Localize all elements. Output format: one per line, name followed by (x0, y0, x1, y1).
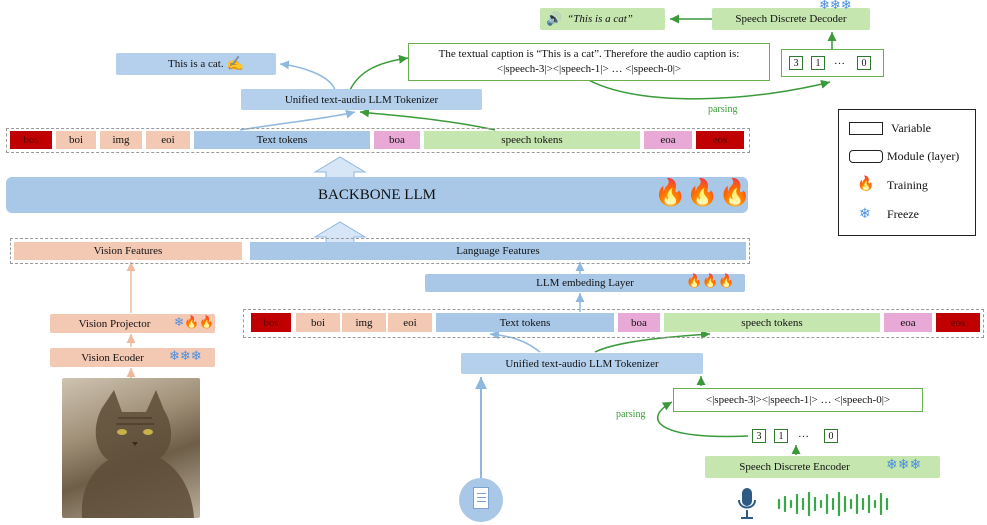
tokenizer-top: Unified text-audio LLM Tokenizer (241, 89, 482, 110)
language-features: Language Features (250, 242, 746, 260)
tokenizer-bottom-label: Unified text-audio LLM Tokenizer (505, 357, 659, 370)
legend-module-swatch (849, 150, 883, 163)
features-strip (10, 238, 750, 264)
token-img: img (342, 313, 386, 332)
vision-features-label: Vision Features (93, 245, 163, 257)
token-img: img (100, 131, 142, 149)
microphone-icon (738, 488, 756, 519)
legend: Variable Module (layer) 🔥 Training ❄ Fre… (838, 109, 976, 236)
backbone-llm: BACKBONE LLM (6, 177, 748, 213)
code-box: 0 (857, 56, 871, 70)
audio-output: 🔊 “This is a cat” (540, 8, 665, 30)
speech-seq-box: <|speech-3|><|speech-1|> … <|speech-0|> (673, 388, 923, 412)
code-box: 1 (811, 56, 825, 70)
fire-icon: 🔥 (857, 177, 875, 192)
waveform-icon (777, 491, 889, 517)
text-output: This is a cat. ✍ (116, 53, 276, 75)
speech-decoder: Speech Discrete Decoder (712, 8, 870, 30)
top-token-strip (6, 128, 750, 153)
code-ellipsis: … (798, 428, 809, 440)
speech-encoder-label: Speech Discrete Encoder (739, 461, 850, 473)
code-ellipsis: … (834, 55, 845, 67)
token-eos: eos (696, 131, 744, 149)
legend-freeze-label: Freeze (887, 207, 919, 221)
bottom-token-strip (243, 309, 984, 338)
token-bos: bos (10, 131, 52, 149)
backbone-llm-label: BACKBONE LLM (318, 186, 436, 203)
caption-line-1: The textual caption is “This is a cat”. … (438, 48, 740, 60)
snowflake-icon: ❄ (859, 207, 871, 222)
document-icon (459, 478, 503, 522)
token-eos: eos (936, 313, 980, 332)
vision-encoder-label: Vision Ecoder (81, 351, 144, 364)
vision-features: Vision Features (14, 242, 242, 260)
snowflake-fire-icon: ❄🔥🔥 (174, 315, 214, 329)
writing-hand-icon: ✍ (226, 56, 245, 72)
caption-line-2: <|speech-3|><|speech-1|> … <|speech-0|> (496, 63, 682, 75)
token-speech: speech tokens (664, 313, 880, 332)
code-box: 1 (774, 429, 788, 443)
speech-decoder-label: Speech Discrete Decoder (735, 13, 847, 25)
text-output-label: This is a cat. (167, 58, 224, 70)
vision-encoder: Vision Ecoder (50, 348, 215, 367)
legend-module-label: Module (layer) (887, 149, 960, 163)
decoder-codes-box (781, 49, 884, 77)
token-bos: bos (251, 313, 291, 332)
vision-projector-label: Vision Projector (78, 317, 151, 330)
embedding-layer: LLM embeding Layer (425, 274, 745, 292)
parsing-label-bottom: parsing (616, 409, 646, 420)
token-boi: boi (296, 313, 340, 332)
speech-encoder: Speech Discrete Encoder (705, 456, 940, 478)
token-boi: boi (56, 131, 96, 149)
token-boa: boa (374, 131, 420, 149)
token-boa: boa (618, 313, 660, 332)
token-text: Text tokens (436, 313, 614, 332)
cat-silhouette (81, 390, 194, 518)
token-text: Text tokens (194, 131, 370, 149)
code-box: 0 (824, 429, 838, 443)
snowflake-icon: ❄❄❄ (819, 0, 852, 12)
code-box: 3 (789, 56, 803, 70)
code-box: 3 (752, 429, 766, 443)
token-eoa: eoa (884, 313, 932, 332)
token-eoi: eoi (388, 313, 432, 332)
audio-output-text: “This is a cat” (567, 13, 633, 25)
speech-seq-text: <|speech-3|><|speech-1|> … <|speech-0|> (705, 394, 891, 406)
speaker-icon: 🔊 (546, 11, 563, 26)
token-speech: speech tokens (424, 131, 640, 149)
legend-variable-label: Variable (891, 121, 931, 135)
caption-box: The textual caption is “This is a cat”. … (408, 43, 770, 81)
vision-projector: Vision Projector (50, 314, 215, 333)
legend-variable-swatch (849, 122, 883, 135)
fire-icon: 🔥🔥🔥 (654, 178, 752, 207)
cat-image (62, 378, 200, 518)
snowflake-icon: ❄❄❄ (886, 458, 922, 473)
parsing-label-top: parsing (708, 104, 738, 115)
snowflake-icon: ❄❄❄ (169, 348, 202, 363)
tokenizer-top-label: Unified text-audio LLM Tokenizer (284, 93, 439, 106)
tokenizer-bottom: Unified text-audio LLM Tokenizer (461, 353, 703, 374)
legend-training-label: Training (887, 178, 928, 192)
fire-icon: 🔥🔥🔥 (686, 273, 735, 288)
token-eoi: eoi (146, 131, 190, 149)
language-features-label: Language Features (456, 245, 540, 257)
token-eoa: eoa (644, 131, 692, 149)
embedding-layer-label: LLM embeding Layer (536, 277, 634, 289)
